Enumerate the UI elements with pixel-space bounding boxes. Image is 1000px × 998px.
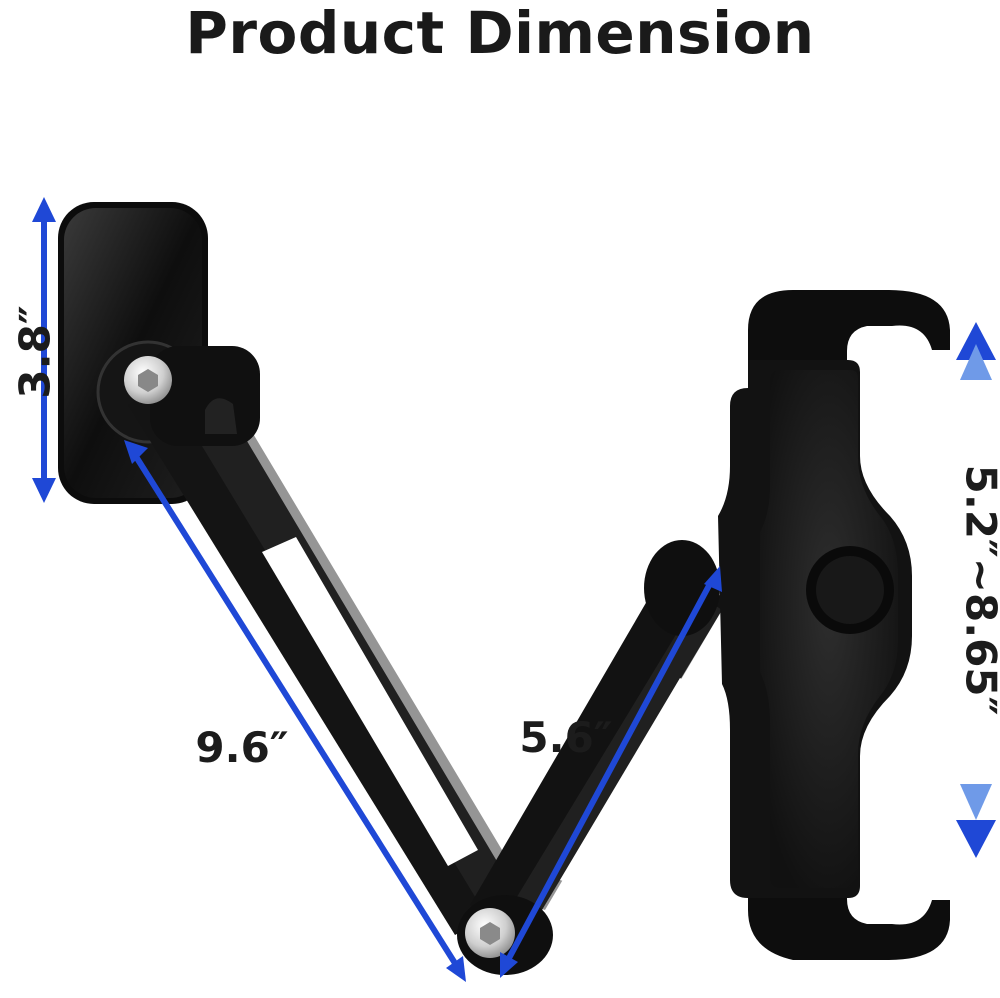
page-title: Product Dimension (185, 0, 815, 67)
short-arm-label: 5.6″ (519, 713, 612, 762)
clamp-range-label: 5.2″~8.65″ (957, 465, 1000, 716)
rubber-pad (760, 370, 898, 888)
short-arm-slot (560, 678, 700, 888)
long-arm-slot (262, 537, 478, 866)
long-arm-arrow (124, 440, 466, 982)
top-jaw (748, 290, 950, 371)
long-arm (128, 346, 520, 935)
bottom-jaw (748, 879, 950, 960)
plate-height-label: 3.8″ (11, 305, 60, 398)
short-arm-arrow (500, 566, 722, 978)
clamp-range-arrow-down (956, 784, 996, 858)
plate-height-arrow (32, 197, 56, 503)
long-arm-label: 9.6″ (195, 723, 288, 772)
tablet-clamp (718, 290, 950, 960)
tilt-knob (644, 540, 720, 636)
clamp-range-arrow-up (956, 322, 996, 380)
top-bolt (124, 356, 172, 404)
